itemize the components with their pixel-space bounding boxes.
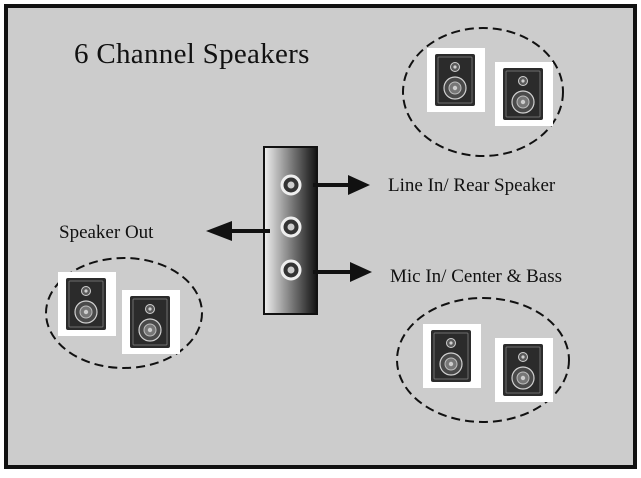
front-speaker-right-icon <box>121 289 181 355</box>
line-in-jack-icon <box>280 174 302 196</box>
rear-speaker-right-icon <box>494 61 554 127</box>
bass-speaker-icon <box>494 337 554 403</box>
mic-in-center-bass-label: Mic In/ Center & Bass <box>390 266 563 287</box>
diagram-title: 6 Channel Speakers <box>74 38 310 70</box>
mic-in-jack-icon <box>280 259 302 281</box>
rear-speaker-left-icon <box>426 47 486 113</box>
arrow-line-in <box>313 175 370 195</box>
arrow-speaker-out <box>206 221 270 241</box>
speaker-out-jack-icon <box>280 216 302 238</box>
front-speaker-left-icon <box>57 271 117 337</box>
line-in-rear-speaker-label: Line In/ Rear Speaker <box>388 175 556 196</box>
arrow-mic-in <box>313 262 372 282</box>
front-speakers-group <box>45 257 203 369</box>
center-bass-speakers-group <box>396 297 570 423</box>
center-speaker-icon <box>422 323 482 389</box>
speaker-out-label: Speaker Out <box>59 222 154 243</box>
audio-jack-panel <box>263 146 318 315</box>
rear-speakers-group <box>402 27 564 157</box>
